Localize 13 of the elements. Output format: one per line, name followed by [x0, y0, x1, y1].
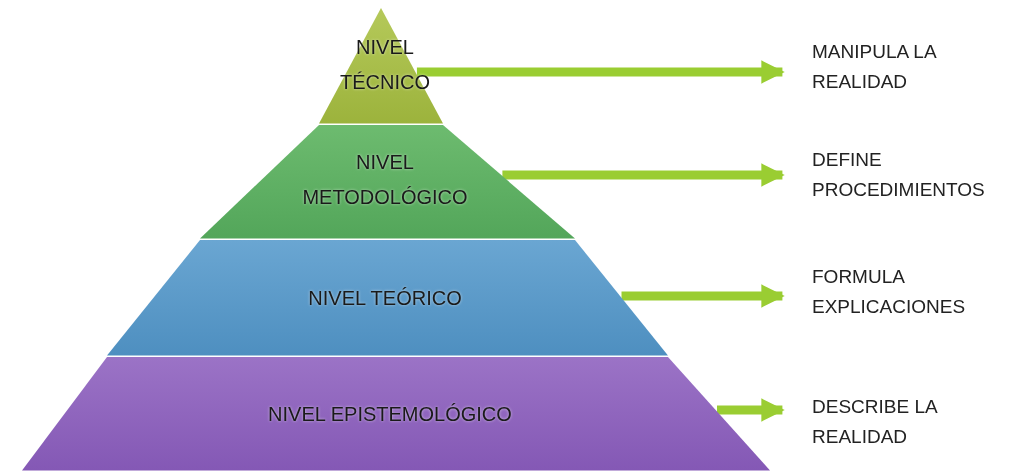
description-text: DEFINE PROCEDIMIENTOS — [812, 145, 1002, 205]
tier-label: NIVEL METODOLÓGICO — [301, 150, 469, 210]
description-text: DESCRIBE LA REALIDAD — [812, 392, 1002, 452]
arrow — [502, 163, 785, 187]
pyramid-tier — [22, 357, 770, 472]
pyramid-tier — [107, 240, 668, 357]
description-text: MANIPULA LA REALIDAD — [812, 37, 1002, 97]
tier-label: NIVEL TEÓRICO — [307, 286, 463, 311]
description-text: FORMULA EXPLICACIONES — [812, 262, 1002, 322]
tier-label: NIVEL EPISTEMOLÓGICO — [267, 402, 513, 427]
arrow — [717, 398, 785, 422]
arrow — [621, 284, 785, 308]
arrow — [416, 60, 785, 84]
